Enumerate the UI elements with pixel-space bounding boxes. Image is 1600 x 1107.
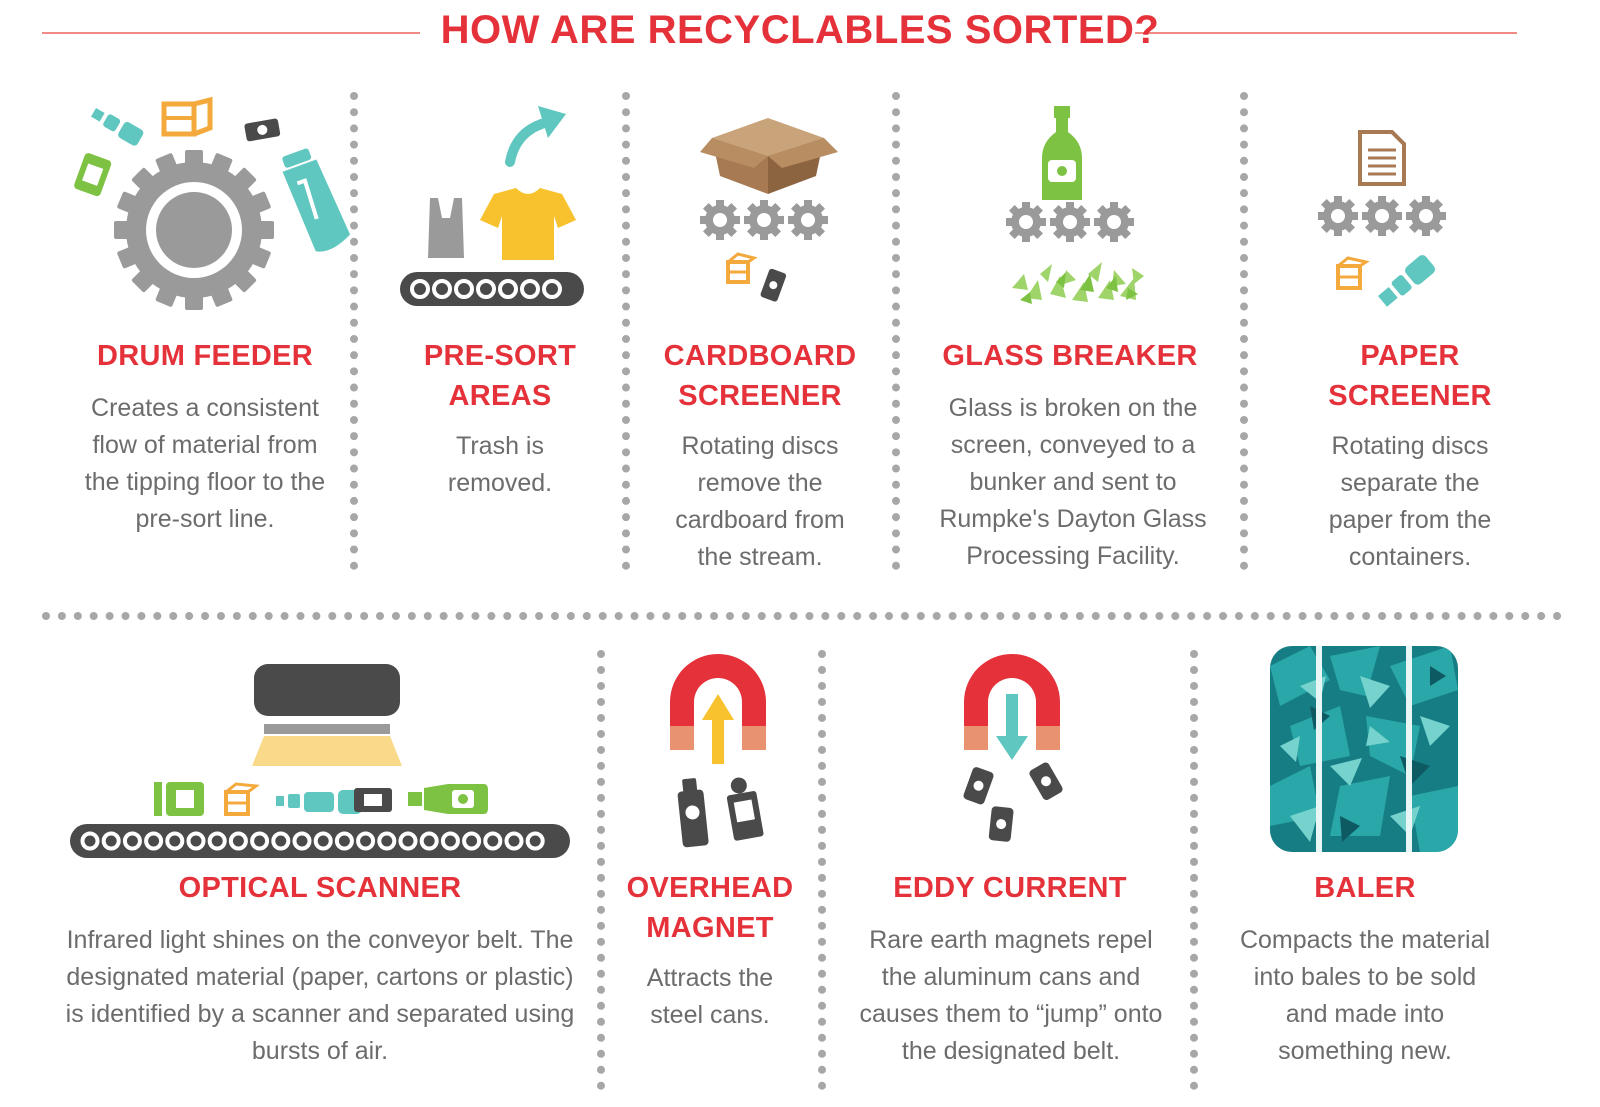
glass-breaker-icon — [1006, 106, 1144, 304]
conveyor-roller — [462, 831, 482, 851]
step-title: BALER — [1314, 872, 1416, 904]
page-title: HOW ARE RECYCLABLES SORTED? — [440, 8, 1160, 52]
conveyor-roller — [419, 831, 439, 851]
title-rule-right — [1135, 32, 1517, 34]
conveyor-roller — [377, 831, 397, 851]
conveyor-roller — [80, 831, 100, 851]
conveyor-roller — [186, 831, 206, 851]
conveyor-roller — [483, 831, 503, 851]
conveyor-roller — [165, 831, 185, 851]
paper-screener-icon — [1318, 130, 1446, 307]
divider-dots — [597, 650, 605, 1090]
conveyor-roller — [271, 831, 291, 851]
pre-sort-icon — [400, 106, 584, 306]
divider-dots — [1240, 92, 1248, 570]
step-description: Glass is broken on the screen, conveyed … — [939, 394, 1207, 570]
step-description: Rotating discs separate the paper from t… — [1328, 432, 1492, 571]
step-description: Trash is removed. — [447, 432, 553, 497]
eddy-current-icon — [963, 654, 1063, 842]
title-rule-left — [42, 32, 420, 34]
conveyor-roller — [228, 831, 248, 851]
conveyor-roller — [504, 831, 524, 851]
conveyor-roller — [101, 831, 121, 851]
step-title: EDDY CURRENT — [893, 872, 1127, 904]
conveyor-roller — [398, 831, 418, 851]
conveyor-roller — [207, 831, 227, 851]
conveyor-roller — [525, 831, 545, 851]
divider-dots — [1190, 650, 1198, 1090]
step-description: Compacts the material into bales to be s… — [1239, 926, 1491, 1065]
conveyor-roller — [144, 831, 164, 851]
baler-icon — [1270, 646, 1458, 852]
step-description: Rotating discs remove the cardboard from… — [675, 432, 845, 571]
divider-dots — [622, 92, 630, 570]
divider-dots — [892, 92, 900, 570]
step-title: GLASS BREAKER — [942, 340, 1198, 372]
step-description: Creates a consistent flow of material fr… — [84, 394, 326, 533]
conveyor-roller — [122, 831, 142, 851]
divider-dots — [350, 92, 358, 570]
step-description: Attracts the steel cans. — [646, 964, 774, 1029]
conveyor-roller — [313, 831, 333, 851]
conveyor-roller — [334, 831, 354, 851]
conveyor-roller — [250, 831, 270, 851]
optical-scanner-icon — [70, 664, 570, 858]
step-title: OVERHEAD MAGNET — [626, 872, 794, 944]
conveyor-roller — [292, 831, 312, 851]
step-title: CARDBOARD SCREENER — [663, 340, 857, 412]
step-title: DRUM FEEDER — [97, 340, 313, 372]
step-title: OPTICAL SCANNER — [178, 872, 462, 904]
conveyor-roller — [440, 831, 460, 851]
conveyor-roller — [356, 831, 376, 851]
cardboard-screener-icon — [700, 118, 838, 302]
drum-feeder-icon — [74, 96, 351, 310]
overhead-magnet-icon — [670, 654, 766, 848]
divider-dots-horizontal — [42, 612, 1562, 620]
divider-dots — [818, 650, 826, 1090]
step-description: Infrared light shines on the conveyor be… — [65, 926, 575, 1065]
step-description: Rare earth magnets repel the aluminum ca… — [859, 926, 1163, 1065]
step-title: PAPER SCREENER — [1328, 340, 1492, 412]
step-title: PRE-SORT AREAS — [423, 340, 577, 412]
